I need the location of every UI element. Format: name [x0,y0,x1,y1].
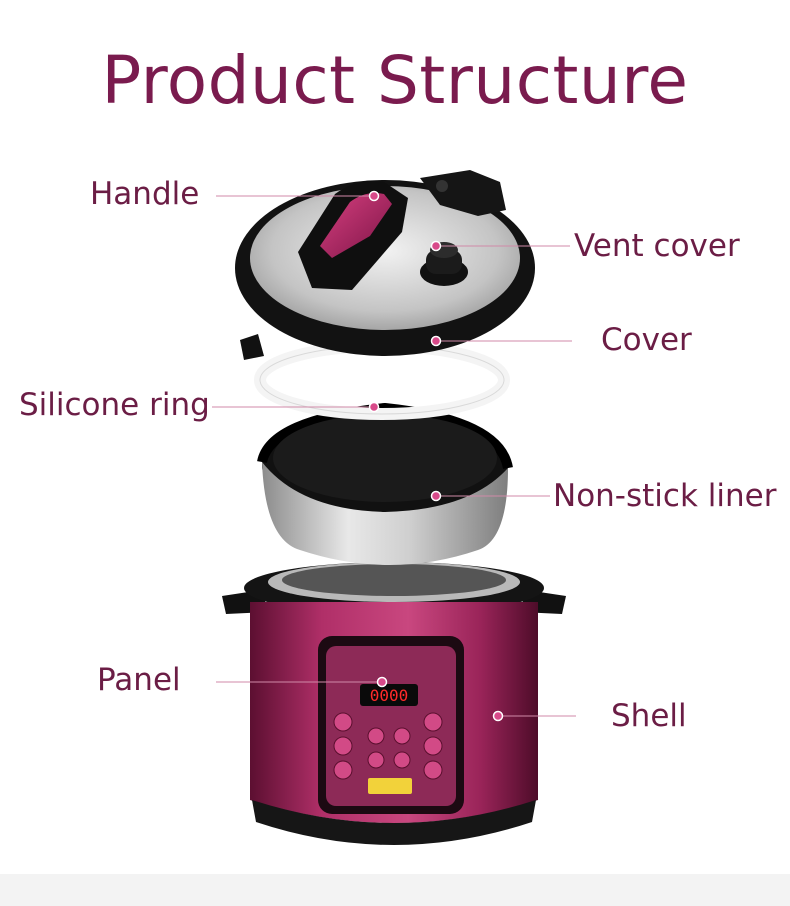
leader-lines [212,195,576,717]
liner-marker [430,490,442,502]
panel-marker [376,676,388,688]
vent-cover-marker [430,240,442,252]
label-handle: Handle [90,176,200,212]
lid [235,170,535,360]
label-panel: Panel [97,662,181,698]
page-title: Product Structure [101,42,689,119]
label-vent-cover: Vent cover [574,228,740,264]
shell-body: 0000 [222,562,566,845]
label-shell: Shell [611,698,687,734]
silicone-ring-marker [368,401,380,413]
handle-marker [368,190,380,202]
label-liner: Non-stick liner [553,478,777,514]
bottom-strip [0,874,790,906]
cover-marker [430,335,442,347]
label-silicone-ring: Silicone ring [19,387,210,423]
panel-display: 0000 [370,686,409,705]
label-cover: Cover [601,322,692,358]
shell-marker [492,710,504,722]
liner [257,402,513,565]
